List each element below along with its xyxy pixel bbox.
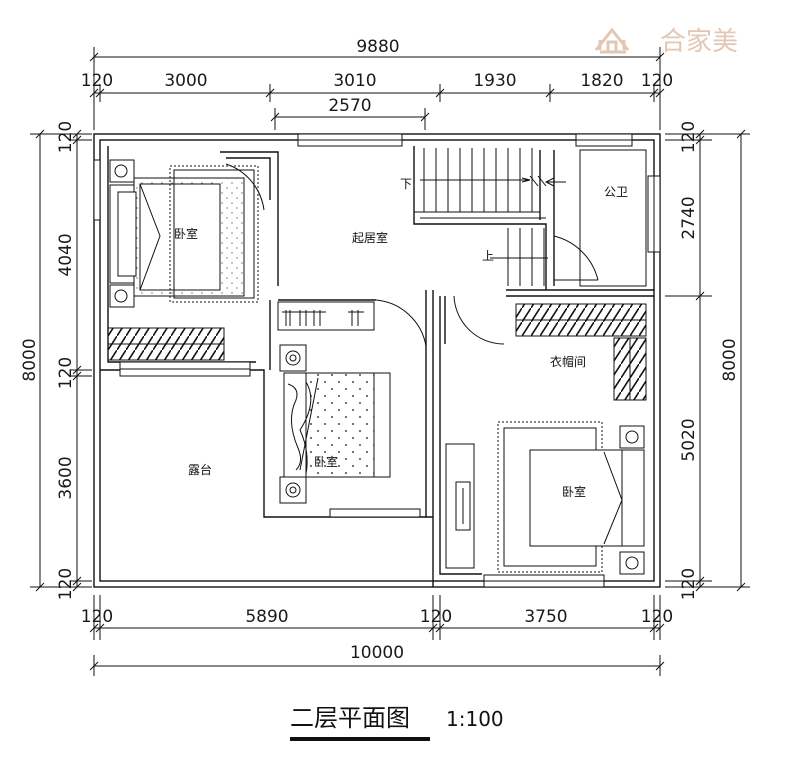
bathroom-fixture-area (579, 149, 647, 287)
dim-right-seg-1: 120 (679, 121, 699, 153)
room-label-terrace: 露台 (188, 462, 212, 477)
brand-logo: 合家美 (594, 27, 738, 57)
dim-right-seg-2: 2740 (679, 196, 699, 239)
wardrobe-mid (277, 301, 375, 331)
right-dimensions (665, 129, 750, 592)
top-dimensions (89, 47, 665, 130)
room-label-bedroom-mid: 卧室 (314, 454, 338, 469)
room-label-bedroom-se: 卧室 (562, 484, 586, 499)
room-label-closet: 衣帽间 (550, 354, 586, 369)
stairs (414, 148, 599, 286)
bedroom-nw (109, 159, 265, 308)
dim-top-seg-6: 120 (641, 71, 673, 91)
dim-top-seg-5: 1820 (580, 71, 623, 91)
title-underline (290, 737, 430, 741)
dim-top-seg-4: 1930 (473, 71, 516, 91)
dim-top-seg-3: 3010 (333, 71, 376, 91)
drawing-title: 二层平面图 (290, 704, 410, 732)
stair-label-down: 下 (400, 177, 412, 191)
stair-label-up: 上 (482, 249, 494, 263)
dim-top-inner: 2570 (328, 96, 371, 116)
closet-door-swing (453, 295, 505, 345)
dim-bottom-seg-4: 3750 (524, 607, 567, 627)
dim-left-seg-3: 120 (56, 357, 76, 389)
dim-left-seg-1: 120 (56, 121, 76, 153)
dim-right-overall: 8000 (720, 338, 740, 381)
dim-top-seg-2: 3000 (164, 71, 207, 91)
bedroom-se (445, 421, 645, 575)
room-label-living: 起居室 (352, 230, 388, 245)
dim-left-seg-2: 4040 (56, 233, 76, 276)
windows (93, 133, 661, 588)
left-dimensions (30, 129, 92, 592)
dim-right-seg-3: 5020 (679, 418, 699, 461)
bottom-dimensions (89, 595, 665, 676)
dim-bottom-seg-5: 120 (641, 607, 673, 627)
dim-top-seg-1: 120 (81, 71, 113, 91)
room-label-bedroom-nw: 卧室 (174, 226, 198, 241)
dim-bottom-seg-1: 120 (81, 607, 113, 627)
dim-bottom-seg-3: 120 (420, 607, 452, 627)
dim-top-overall: 9880 (356, 37, 399, 57)
dim-right-seg-4: 120 (679, 568, 699, 600)
dim-left-overall: 8000 (20, 338, 40, 381)
room-label-bathroom: 公卫 (604, 185, 628, 199)
dim-bottom-seg-2: 5890 (245, 607, 288, 627)
drawing-scale: 1:100 (446, 707, 504, 731)
dim-bottom-overall: 10000 (350, 643, 404, 663)
dim-left-seg-5: 120 (56, 568, 76, 600)
brand-name: 合家美 (660, 27, 738, 57)
dim-left-seg-4: 3600 (56, 456, 76, 499)
